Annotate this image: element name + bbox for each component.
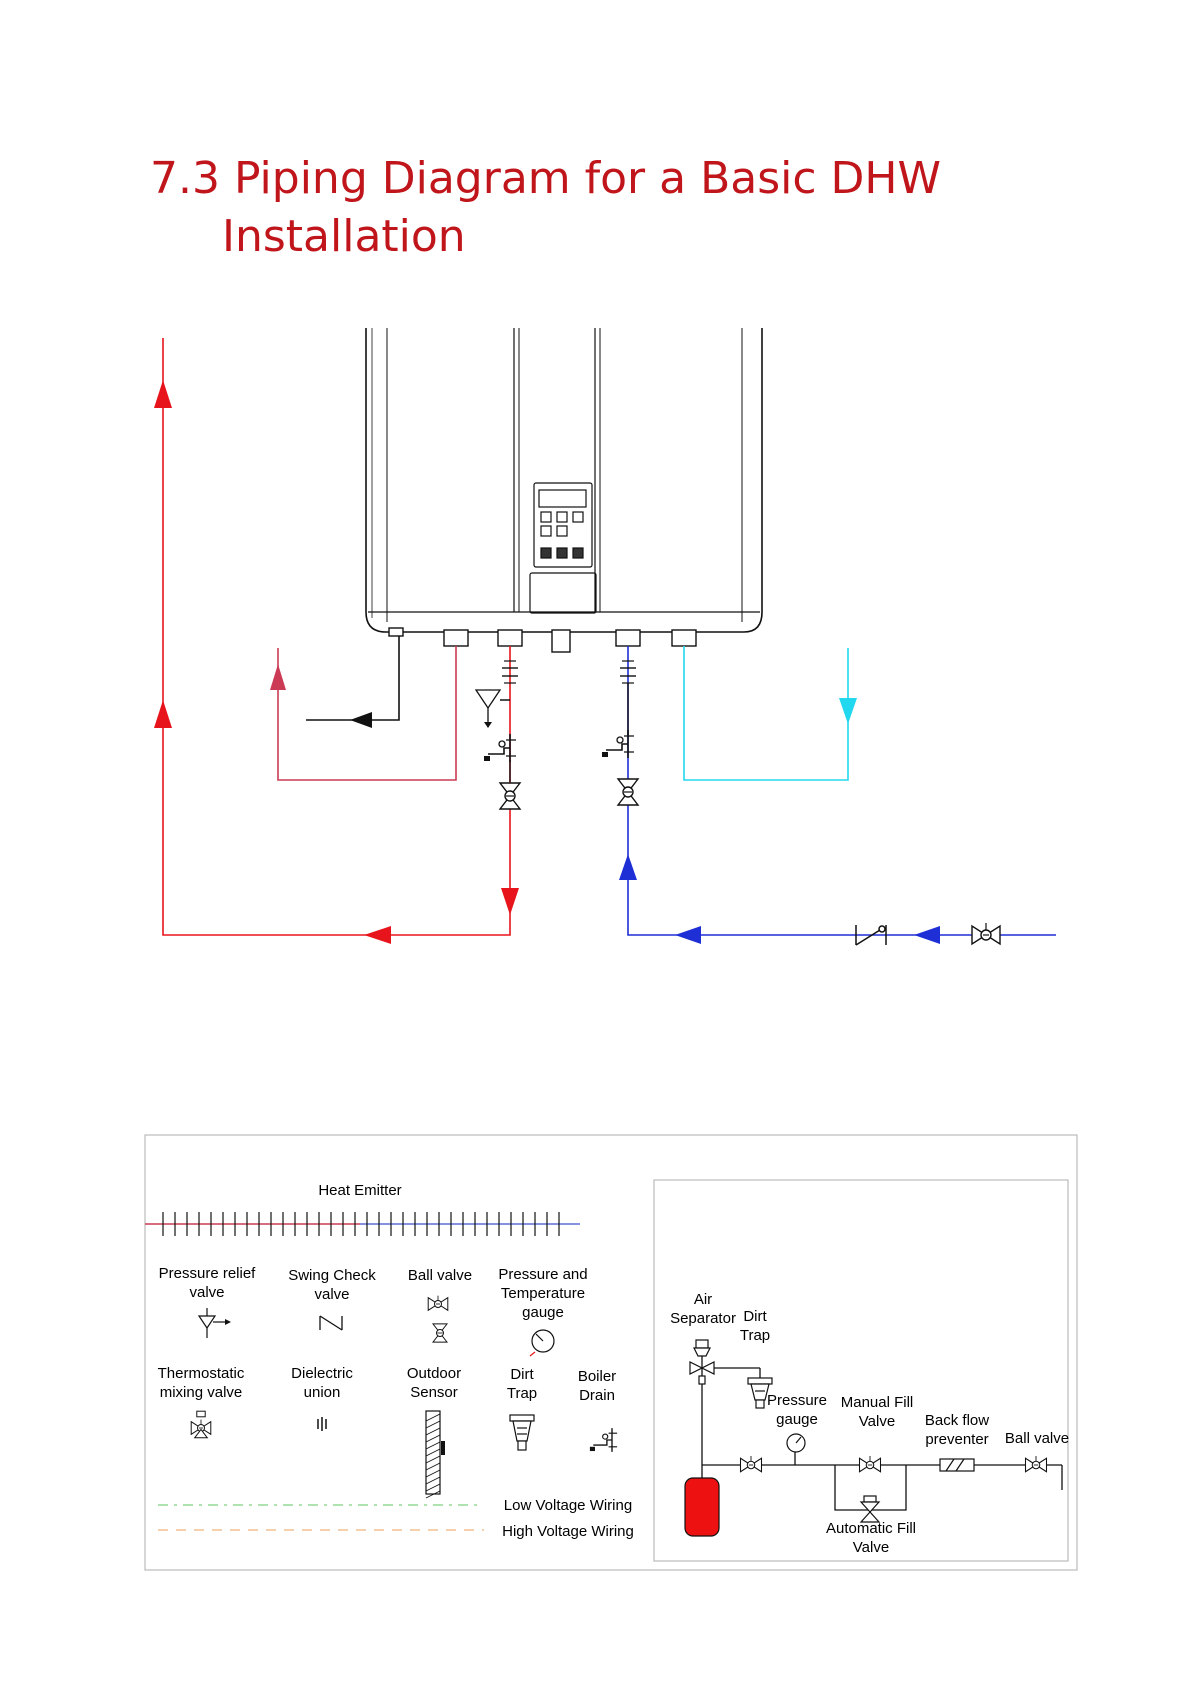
fill-auto-fill-l2: Valve — [853, 1539, 889, 1556]
fill-system-panel — [653, 1179, 1069, 1562]
legend-ball-valve: Ball valve — [408, 1267, 472, 1284]
cold-line-ball-valve — [971, 922, 1001, 945]
legend-swing-check-l1: Swing Check — [288, 1267, 376, 1284]
dielectric-union-icon — [317, 1417, 327, 1431]
flow-arrows — [154, 380, 940, 944]
legend-low-voltage: Low Voltage Wiring — [504, 1497, 632, 1514]
legend-outdoor-sensor-l1: Outdoor — [407, 1365, 461, 1382]
swing-check-valve-icon — [319, 1315, 343, 1331]
pink-pipe — [277, 646, 457, 781]
legend-boiler-drain-l1: Boiler — [578, 1368, 616, 1385]
heat-emitter-label: Heat Emitter — [318, 1182, 401, 1199]
legend-thermostatic-l2: mixing valve — [160, 1384, 243, 1401]
legend-thermostatic-l1: Thermostatic — [158, 1365, 245, 1382]
fill-air-separator-l1: Air — [694, 1291, 712, 1308]
legend-pressure-relief-l1: Pressure relief — [159, 1265, 257, 1282]
hot-line-fittings — [474, 660, 521, 810]
legend-dielectric-l2: union — [304, 1384, 341, 1401]
boiler-unit — [365, 328, 763, 633]
cold-line-check-valve — [855, 925, 887, 946]
section-title-line1: Piping Diagram for a Basic DHW — [233, 153, 942, 204]
fill-dirt-trap-l1: Dirt — [743, 1308, 767, 1325]
thermostatic-mixing-valve-icon — [190, 1410, 212, 1439]
automatic-fill-valve-icon — [859, 1495, 881, 1523]
fill-air-separator-l2: Separator — [670, 1310, 736, 1327]
legend-pt-gauge-l2: Temperature — [501, 1285, 585, 1302]
fill-manual-fill-l1: Manual Fill — [841, 1394, 914, 1411]
legend-dirt-trap-l2: Trap — [507, 1385, 537, 1402]
heat-emitter-symbol — [145, 1212, 580, 1236]
legend-swing-check-l2: valve — [314, 1286, 349, 1303]
cyan-pipe — [683, 646, 849, 781]
fill-back-flow-l2: preventer — [925, 1431, 988, 1448]
dirt-trap-icon — [509, 1414, 535, 1451]
condensate-pipe — [306, 636, 400, 721]
fill-dirt-trap-l2: Trap — [740, 1327, 770, 1344]
expansion-tank — [684, 1477, 720, 1537]
cold-line-fittings — [601, 660, 639, 806]
cold-supply-pipe — [627, 646, 1056, 936]
fill-pressure-gauge-icon — [786, 1433, 806, 1453]
back-flow-preventer-icon — [939, 1458, 975, 1472]
pt-gauge-icon — [529, 1329, 555, 1357]
legend-dielectric-l1: Dielectric — [291, 1365, 353, 1382]
fill-pressure-gauge-l1: Pressure — [767, 1392, 827, 1409]
fill-pressure-gauge-l2: gauge — [776, 1411, 818, 1428]
section-number: 7.3 — [150, 153, 220, 204]
legend-pt-gauge-l1: Pressure and — [498, 1266, 587, 1283]
legend-outdoor-sensor-l2: Sensor — [410, 1384, 458, 1401]
section-title-line2: Installation — [222, 211, 466, 262]
legend-dirt-trap-l1: Dirt — [510, 1366, 534, 1383]
fill-dirt-trap-icon — [747, 1377, 773, 1409]
legend-high-voltage: High Voltage Wiring — [502, 1523, 634, 1540]
control-panel — [529, 482, 597, 614]
page-title: 7.3 Piping Diagram for a Basic DHW Insta… — [150, 150, 941, 266]
air-separator-icon — [689, 1339, 715, 1385]
legend-pressure-relief-l2: valve — [189, 1284, 224, 1301]
fill-manual-fill-l2: Valve — [859, 1413, 895, 1430]
outdoor-sensor-icon — [425, 1410, 445, 1499]
legend-boiler-drain-l2: Drain — [579, 1387, 615, 1404]
fill-ball-valve-label: Ball valve — [1005, 1430, 1069, 1447]
pressure-relief-valve-icon — [197, 1308, 231, 1338]
fill-back-flow-l1: Back flow — [925, 1412, 989, 1429]
legend-pt-gauge-l3: gauge — [522, 1304, 564, 1321]
fill-auto-fill-l1: Automatic Fill — [826, 1520, 916, 1537]
